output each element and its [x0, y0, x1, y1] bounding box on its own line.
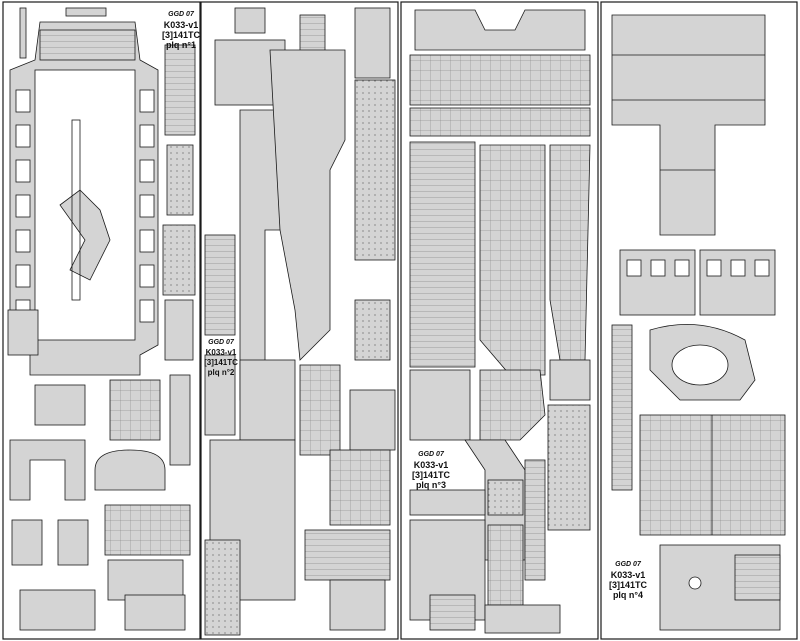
kit-ref: [3]141TC: [411, 470, 450, 480]
brand-logo: GGD 07: [208, 339, 234, 346]
fret-label-plq3: GGD 07 K033-v1 [3]141TC plq n°3: [403, 450, 459, 490]
plate-number: plq n°3: [415, 480, 447, 490]
plate-number: plq n°1: [165, 40, 197, 50]
fret-label-plq4: GGD 07 K033-v1 [3]141TC plq n°4: [603, 560, 653, 600]
fret-2-parts: [204, 7, 396, 636]
kit-code: K033-v1: [205, 348, 237, 357]
brand-logo: GGD 07: [418, 451, 444, 458]
fret-1-parts: [7, 7, 196, 631]
fret-4-parts: [611, 14, 786, 631]
fret-label-plq2: GGD 07 K033-v1 [3]141TC plq n°2: [201, 338, 241, 378]
kit-ref: [3]141TC: [608, 580, 647, 590]
kit-code: K033-v1: [413, 460, 449, 470]
kit-code: K033-v1: [610, 570, 646, 580]
kit-ref: [3]141TC: [161, 30, 200, 40]
fret-label-plq1: GGD 07 K033-v1 [3]141TC plq n°1: [158, 10, 204, 50]
brand-logo: GGD 07: [615, 561, 641, 568]
brand-logo: GGD 07: [168, 11, 194, 18]
plate-number: plq n°4: [612, 590, 644, 600]
kit-code: K033-v1: [163, 20, 199, 30]
plate-number: plq n°2: [207, 368, 235, 377]
kit-ref: [3]141TC: [204, 358, 238, 367]
fret-3-parts: [409, 9, 591, 634]
